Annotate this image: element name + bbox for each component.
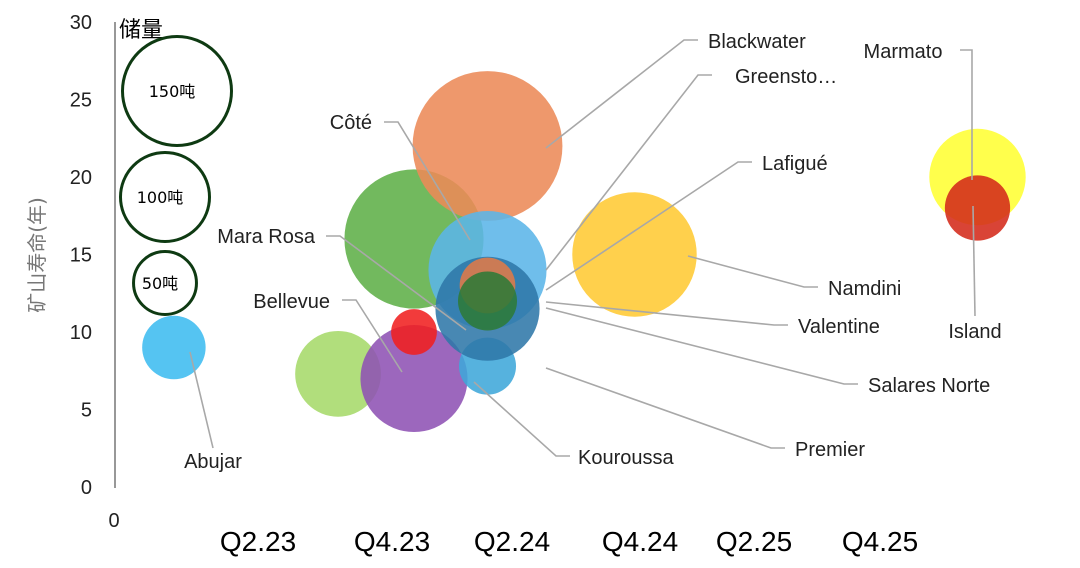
point-label-cote: Côté [330,112,372,134]
size-legend-circle [132,250,198,316]
x-tick-label: Q2.24 [474,526,550,557]
point-label-valentine: Valentine [798,316,880,338]
y-tick-label: 30 [70,12,92,34]
y-tick-label: 25 [70,90,92,112]
size-legend-label: 100吨 [137,188,184,207]
bubble-valentine [457,271,518,331]
bubble-island [944,175,1011,241]
y-tick-label: 10 [70,322,92,344]
leader-line-bellevue [342,299,403,373]
x-origin-label: 0 [108,510,119,532]
leader-line-premier [545,367,785,449]
bubble-blackwater [412,71,563,221]
leader-line-greenstone [545,74,712,271]
leader-lines [189,39,976,457]
bubble-bellevue [295,330,381,417]
point-label-abujar: Abujar [184,451,242,473]
point-label-namdini: Namdini [828,278,901,300]
leader-line-blackwater [545,39,698,149]
x-tick-label: Q4.24 [602,526,678,557]
point-label-kouroussa: Kouroussa [578,447,674,469]
leader-line-salares-norte [545,307,858,385]
x-tick-label: Q2.23 [220,526,296,557]
point-label-mara-rosa: Mara Rosa [217,226,316,248]
point-label-greenstone: Greensto… [735,66,837,88]
point-label-marmato: Marmato [864,41,943,63]
y-tick-label: 0 [81,477,92,499]
point-label-blackwater: Blackwater [708,31,806,53]
size-legend-circle [120,34,234,148]
size-legend-title: 储量 [119,18,163,43]
y-axis-title: 矿山寿命(年) [25,197,49,313]
size-legend-label: 50吨 [142,274,178,293]
bubble-abujar [142,315,206,380]
y-tick-labels: 0 5 10 15 20 25 30 [70,12,92,499]
leader-line-abujar [189,351,214,449]
bubble-kouroussa [360,324,468,433]
leader-line-namdini [687,255,818,288]
point-label-salares-norte: Salares Norte [868,375,990,397]
size-legend-circle [119,151,211,243]
x-tick-label: Q2.25 [716,526,792,557]
y-tick-label: 20 [70,167,92,189]
bubble-mara-rosa [391,309,437,355]
x-tick-labels: Q2.23 Q4.23 Q2.24 Q4.24 Q2.25 Q4.25 [220,526,918,557]
bubble-namdini [572,192,697,317]
leader-line-island [972,205,976,317]
y-tick-label: 15 [70,245,92,267]
leader-line-valentine [545,301,788,326]
x-tick-label: Q4.25 [842,526,918,557]
point-label-premier: Premier [795,439,865,461]
leader-line-lafigue [545,161,752,291]
bubbles [142,71,1026,433]
size-legend-label: 150吨 [149,82,196,101]
leader-line-cote [384,121,471,241]
point-label-lafigue: Lafigué [762,153,828,175]
point-label-island: Island [948,321,1001,343]
point-label-bellevue: Bellevue [253,291,330,313]
leader-line-kouroussa [473,381,570,457]
size-legend: 储量 150吨 100吨 50吨 [119,18,234,316]
leader-line-marmato [960,49,973,180]
leader-line-mara-rosa [326,235,467,331]
x-tick-label: Q4.23 [354,526,430,557]
y-tick-label: 5 [81,400,92,422]
